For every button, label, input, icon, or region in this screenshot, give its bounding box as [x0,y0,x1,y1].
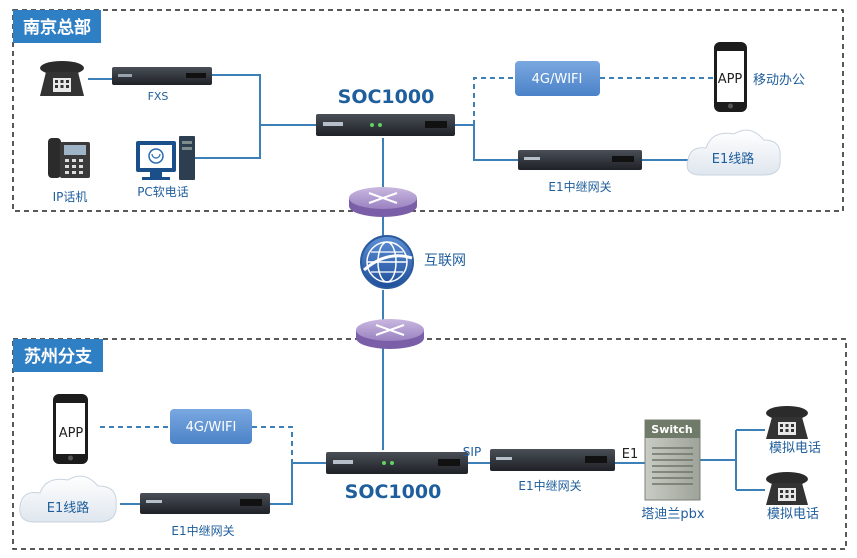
branch-wireless-links [100,426,293,463]
branch-e1-gateway-left [140,493,270,514]
hq-analog-phone-icon [40,61,84,96]
hq-pc-softphone-icon [136,136,195,180]
analog-phone-bottom-label: 模拟电话 [767,507,819,522]
branch-wireless-label: 4G/WIFI [186,420,237,435]
globe-icon [360,235,414,289]
hq-title-bg [13,10,101,43]
branch-mobile-phone-icon [53,394,88,464]
switch-text: Switch [651,423,692,436]
hq-links [88,74,688,322]
branch-wireless-pill [170,409,252,444]
hq-mobile-phone-icon [714,42,747,112]
branch-soc1000-device [326,452,468,474]
hq-e1-line-label: E1线路 [712,151,755,167]
fxs-label: FXS [148,90,169,103]
branch-e1-gateway-left-label: E1中继网关 [171,523,234,538]
branch-title: 苏州分支 [24,346,93,367]
sip-label: SIP [463,445,481,459]
pc-softphone-label: PC软电话 [137,185,189,199]
analog-phone-bottom-icon [766,472,808,505]
branch-app-text: APP [59,426,84,441]
pbx-switch-icon [644,419,701,501]
internet-label: 互联网 [424,253,466,269]
branch-region-border [12,338,847,550]
branch-soc-label: SOC1000 [345,481,442,503]
e1-label: E1 [622,447,639,462]
pbx-label: 塔迪兰pbx [641,507,705,522]
hq-wireless-pill [515,61,600,96]
hq-region-border [12,9,844,212]
analog-phone-top-label: 模拟电话 [769,441,821,456]
hq-wireless-links [473,77,714,125]
hq-title: 南京总部 [23,17,91,38]
branch-e1-cloud-icon [19,475,117,523]
branch-links [120,348,765,505]
branch-title-bg [13,339,103,372]
hq-app-text: APP [718,72,743,87]
mobile-office-label: 移动办公 [753,73,805,88]
top-router-icon [349,187,417,217]
hq-soc-label: SOC1000 [338,86,435,108]
hq-e1-cloud-icon [686,129,781,176]
hq-ip-phone-icon [48,138,90,178]
branch-e1-gateway-right-label: E1中继网关 [518,478,581,493]
hq-e1-gateway [518,150,642,170]
hq-wireless-label: 4G/WIFI [532,72,583,87]
analog-phone-top-icon [766,406,808,439]
branch-e1-gateway-right [490,449,615,471]
hq-e1-gateway-label: E1中继网关 [548,179,611,194]
bottom-router-icon [356,319,424,349]
branch-e1-line-label: E1线路 [47,500,90,516]
hq-soc1000-device [316,114,455,136]
ip-phone-label: IP话机 [53,190,88,204]
hq-fxs-gateway [112,67,212,85]
